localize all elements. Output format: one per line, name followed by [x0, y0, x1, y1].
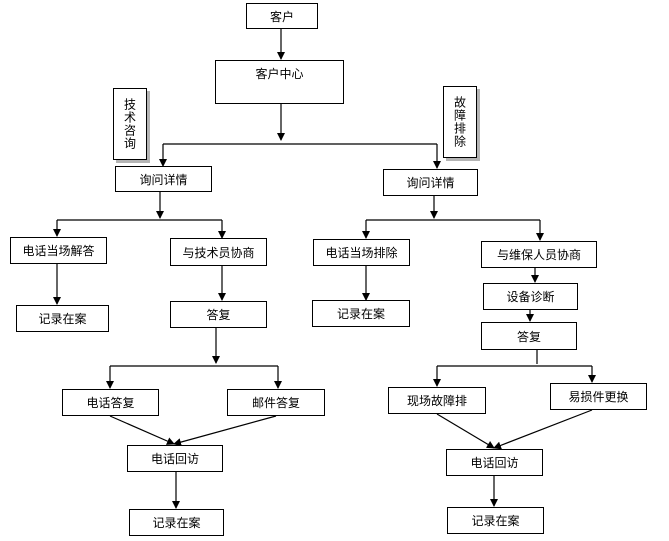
onsite-fix-node: 现场故障排 [388, 387, 486, 414]
callback-left-node: 电话回访 [127, 445, 223, 472]
parts-replace-node: 易损件更换 [550, 383, 647, 410]
phone-reply-node: 电话答复 [62, 389, 159, 416]
phone-remove-node: 电话当场排除 [313, 239, 410, 266]
reply-left-node: 答复 [170, 301, 267, 328]
callback-right-node: 电话回访 [446, 449, 543, 476]
right-inquire-node: 询问详情 [383, 169, 478, 196]
left-inquire-node: 询问详情 [115, 166, 212, 192]
record-node-2: 记录在案 [312, 300, 410, 327]
consult-maint-node: 与维保人员协商 [481, 241, 597, 268]
diagnosis-node: 设备诊断 [483, 283, 578, 310]
record-left-final-node: 记录在案 [129, 509, 224, 536]
customer-center-node: 客户中心 [215, 60, 344, 104]
record-node-1: 记录在案 [16, 305, 109, 332]
arrow-email-reply-to-callback [173, 415, 277, 447]
reply-right-node: 答复 [481, 322, 577, 350]
fault-removal-label: 故障排除 [443, 86, 477, 158]
record-right-final-node: 记录在案 [447, 507, 544, 534]
arrow-phone-reply-to-callback [109, 415, 175, 445]
tech-consult-label: 技术咨询 [113, 88, 147, 160]
arrow-parts-replace-to-callback [493, 409, 593, 450]
phone-solve-node: 电话当场解答 [10, 237, 107, 264]
consult-tech-node: 与技术员协商 [170, 238, 267, 266]
customer-node: 客户 [246, 3, 318, 29]
email-reply-node: 邮件答复 [227, 389, 325, 416]
arrow-onsite-fix-to-callback [436, 413, 495, 449]
